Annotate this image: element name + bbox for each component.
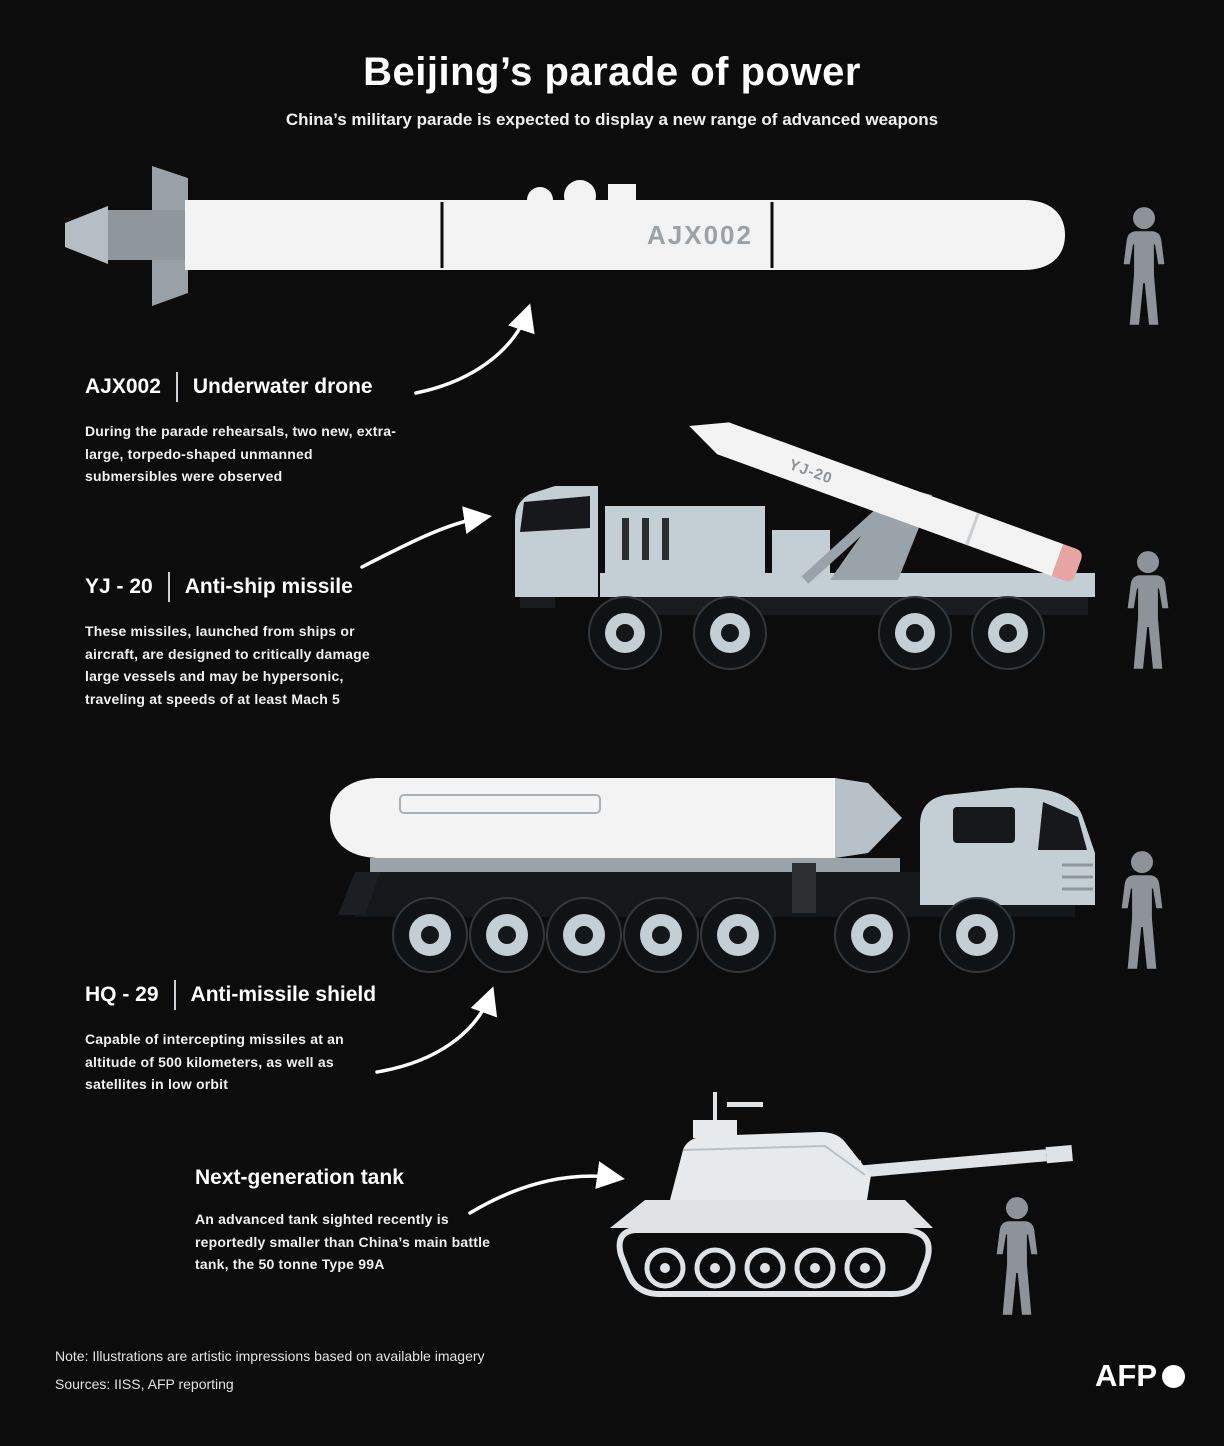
section-description-hq29: Capable of intercepting missiles at an a… [85, 1031, 344, 1093]
section-header-tank: Next-generation tank [195, 1166, 404, 1190]
weapon-category: Underwater drone [192, 375, 373, 398]
person-silhouette-icon [1123, 207, 1165, 325]
wheel [693, 596, 767, 670]
torpedo-body [185, 200, 1065, 270]
section-header-yj20: YJ - 20 Anti-ship missile [85, 572, 353, 602]
truck-equipment-box [605, 506, 765, 574]
section-header-hq29: HQ - 29 Anti-missile shield [85, 980, 376, 1010]
missile-seam [965, 512, 980, 546]
tank-cupola [693, 1120, 737, 1138]
torpedo-illustration: AJX002 [65, 166, 1065, 306]
wheel [546, 897, 622, 973]
afp-logo-globe-icon [1162, 1364, 1185, 1388]
tank-turret [670, 1132, 871, 1200]
weapon-name: HQ - 29 [85, 983, 159, 1006]
tank-antenna [713, 1092, 717, 1124]
tank-illustration [610, 1092, 1073, 1297]
weapon-name: Next-generation tank [195, 1166, 404, 1189]
wheel [971, 596, 1045, 670]
section-header-ajx002: AJX002 Underwater drone [85, 372, 373, 402]
hq29-tel-illustration [330, 778, 1095, 973]
footer-sources: Sources: IISS, AFP reporting [55, 1376, 234, 1392]
weapon-name: AJX002 [85, 375, 161, 398]
person-silhouette-icon [1121, 851, 1163, 969]
tel-ladder [792, 863, 816, 913]
canister-nose-cap [835, 778, 902, 858]
truck-equipment-vent [622, 518, 629, 560]
torpedo-mast [608, 184, 636, 202]
wheel [939, 897, 1015, 973]
tel-cab-windshield [1038, 802, 1087, 850]
header-divider [175, 372, 178, 402]
page-subtitle: China’s military parade is expected to d… [285, 110, 939, 129]
header-divider [167, 572, 170, 602]
afp-logo-text: AFP [1095, 1358, 1157, 1393]
page-title: Beijing’s parade of power [363, 50, 861, 94]
torpedo-tail-section [108, 210, 193, 260]
wheel [878, 596, 952, 670]
wheel [392, 897, 468, 973]
person-silhouette-icon [1127, 551, 1169, 669]
section-description-tank: An advanced tank sighted recently is rep… [195, 1211, 491, 1273]
tank-road-wheel [844, 1247, 886, 1289]
afp-logo: AFP [1095, 1358, 1185, 1394]
tank-rws-gun [727, 1102, 763, 1107]
tel-cab-window [953, 807, 1015, 843]
tank-turret-facet [682, 1144, 866, 1176]
missile-canister [330, 778, 835, 858]
tank-hull [610, 1200, 933, 1228]
wheel [834, 897, 910, 973]
weapon-category: Anti-missile shield [190, 983, 377, 1006]
wheel [623, 897, 699, 973]
missile-tip [1051, 544, 1082, 582]
truck-cab-step [520, 597, 555, 608]
wheel [469, 897, 545, 973]
torpedo-label: AJX002 [647, 220, 753, 250]
yj20-launcher-illustration: YJ-20 [515, 422, 1095, 670]
tank-road-wheel [794, 1247, 836, 1289]
weapon-category: Anti-ship missile [184, 575, 353, 598]
canister-rail [370, 858, 900, 872]
header-divider [173, 980, 176, 1010]
tel-rear-ramp [338, 872, 380, 915]
footer-note: Note: Illustrations are artistic impress… [55, 1348, 485, 1364]
wheel [588, 596, 662, 670]
yj20-missile: YJ-20 [689, 422, 1082, 582]
section-description-yj20: These missiles, launched from ships or a… [85, 623, 370, 708]
truck-equipment-vent [642, 518, 649, 560]
tank-road-wheel [644, 1247, 686, 1289]
truck-cab-window [520, 496, 590, 532]
person-silhouette-icon [996, 1197, 1038, 1315]
arrow-to-yj20 [360, 506, 492, 569]
launcher-hydraulic [801, 506, 886, 584]
section-description-ajx002: During the parade rehearsals, two new, e… [85, 423, 397, 485]
canister-panel [399, 794, 601, 814]
wheel [700, 897, 776, 973]
torpedo-propeller-cone [65, 206, 108, 264]
tank-road-wheel [744, 1247, 786, 1289]
tank-road-wheel [694, 1247, 736, 1289]
truck-equipment-vent [662, 518, 669, 560]
weapon-name: YJ - 20 [85, 575, 153, 598]
